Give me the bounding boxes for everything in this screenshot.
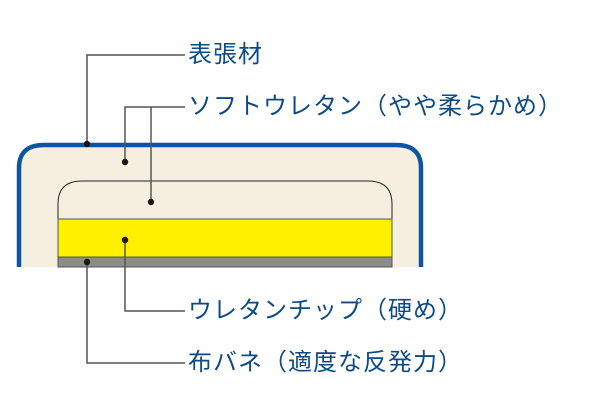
fabric-spring-layer — [57, 256, 393, 268]
outer-border — [16, 142, 424, 267]
label-soft-urethane: ソフトウレタン（やや柔らかめ） — [188, 92, 563, 120]
urethane-chip-layer — [57, 218, 393, 258]
dot-cover — [83, 140, 91, 148]
label-urethane-chip: ウレタンチップ（硬め） — [188, 296, 463, 324]
dot-soft-urethane-b — [147, 198, 155, 206]
dot-fabric-spring — [83, 258, 91, 266]
dot-urethane-chip — [121, 236, 129, 244]
leader-line-soft-urethane-a — [124, 106, 185, 161]
label-fabric-spring: 布バネ（適度な反発力） — [188, 348, 463, 376]
leader-line-urethane-chip — [124, 240, 185, 312]
dot-soft-urethane-a — [121, 158, 129, 166]
leader-line-fabric-spring — [86, 262, 185, 364]
label-cover: 表張材 — [188, 40, 263, 68]
leader-line-cover — [86, 54, 185, 144]
